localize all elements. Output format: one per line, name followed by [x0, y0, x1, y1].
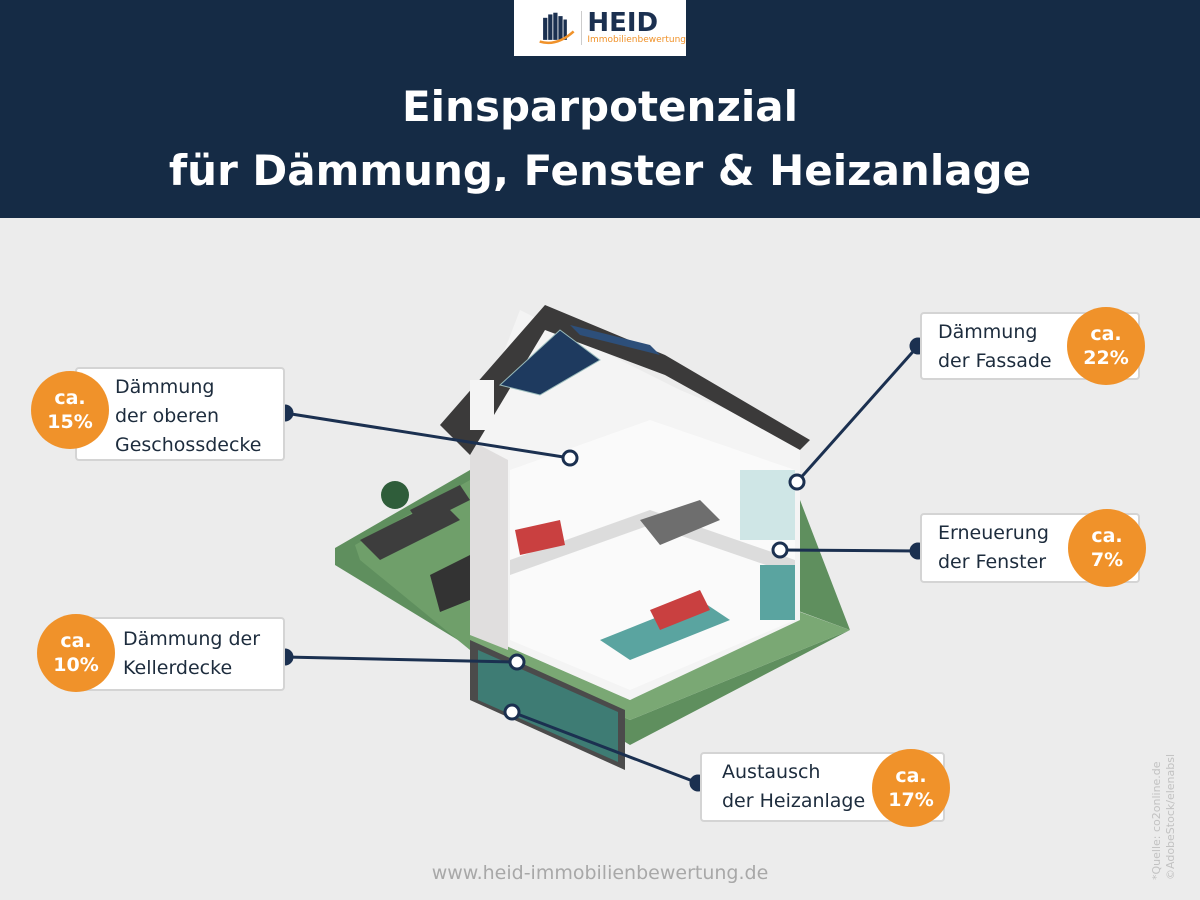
callout-label: Austausch [722, 761, 821, 783]
callout-label: Dämmung der [123, 628, 261, 650]
savings-badge: ca.15% [31, 371, 109, 449]
badge-prefix: ca. [1091, 525, 1123, 547]
building-logo-icon [539, 12, 575, 45]
callout-upper-ceiling-insulation: Dämmung der oberen Geschossdecke [75, 367, 285, 461]
source-text: *Quelle: co2online.de [1150, 761, 1163, 880]
footer-url[interactable]: www.heid-immobilienbewertung.de [431, 862, 769, 884]
callout-label: Dämmung [115, 376, 215, 398]
logo-subtitle: Immobilienbewertung [587, 35, 686, 45]
callout-basement-ceiling-insulation: Dämmung der Kellerdecke [75, 617, 285, 691]
page-title-line1: Einsparpotenzial [401, 82, 799, 131]
badge-prefix: ca. [895, 765, 927, 787]
badge-prefix: ca. [1090, 323, 1122, 345]
savings-badge: ca.10% [37, 614, 115, 692]
source-credit: *Quelle: co2online.de ©AdobeStock/elenab… [1150, 754, 1178, 880]
badge-value: 7% [1090, 549, 1124, 571]
copyright-text: ©AdobeStock/elenabsl [1164, 753, 1177, 880]
callout-label: Geschossdecke [115, 434, 262, 456]
badge-value: 17% [888, 789, 934, 811]
callout-label: der oberen [115, 405, 220, 427]
badge-value: 22% [1083, 347, 1129, 369]
badge-value: 10% [53, 654, 99, 676]
savings-badge: ca.17% [872, 749, 950, 827]
badge-value: 15% [47, 411, 93, 433]
callout-label: Erneuerung [938, 522, 1049, 544]
logo-name: HEID [587, 8, 659, 38]
page-title-line2: für Dämmung, Fenster & Heizanlage [168, 146, 1032, 195]
callout-label: der Heizanlage [722, 790, 866, 812]
badge-prefix: ca. [60, 630, 92, 652]
callout-label: Dämmung [938, 321, 1038, 343]
callout-label: Kellerdecke [123, 657, 233, 679]
callout-label: der Fenster [938, 551, 1047, 573]
badge-prefix: ca. [54, 387, 86, 409]
callout-label: der Fassade [938, 350, 1052, 372]
savings-badge: ca.22% [1067, 307, 1145, 385]
savings-badge: ca.7% [1068, 509, 1146, 587]
